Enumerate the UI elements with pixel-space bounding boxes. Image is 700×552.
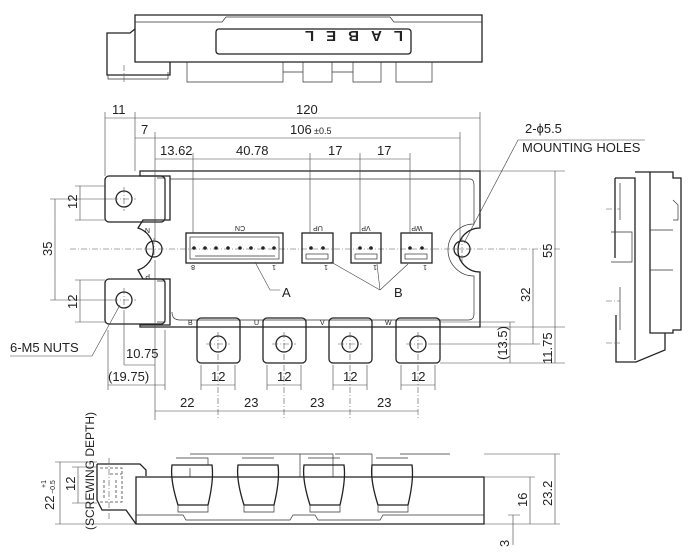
vp-pin-1: 1 xyxy=(373,263,377,270)
dim-bt-12-u: 12 xyxy=(277,369,291,384)
dim-side-3: 3 xyxy=(497,540,512,547)
dim-17-b: 17 xyxy=(377,143,391,158)
connector-vp: VP 1 xyxy=(350,224,382,270)
dim-side-16: 16 xyxy=(515,493,530,507)
callout-b: B xyxy=(394,285,403,300)
up-label: UP xyxy=(313,224,323,231)
top-view: LABEL xyxy=(106,14,483,83)
dim-32: 32 xyxy=(518,288,533,302)
dim-side-22: 22 xyxy=(42,496,57,510)
dim-side-23-2: 23.2 xyxy=(540,481,555,506)
cn-pin-1: 1 xyxy=(272,263,276,270)
dim-13-5: (13.5) xyxy=(495,326,510,360)
terminal-v-label: V xyxy=(320,320,325,327)
terminal-w-label: W xyxy=(385,320,392,327)
dim-10-75: 10.75 xyxy=(126,346,159,361)
front-side-view: 22 +1 −0.5 12 (SCREWING DEPTH) 16 23.2 3 xyxy=(41,412,560,547)
dim-7: 7 xyxy=(141,122,148,137)
mounting-holes-count: 2-ϕ5.5 xyxy=(525,121,562,136)
dim-19-75: (19.75) xyxy=(108,369,149,384)
dim-23-c: 23 xyxy=(377,395,391,410)
terminal-p-label: P xyxy=(145,272,150,279)
plan-view: N P B U V W xyxy=(10,121,645,420)
dim-22: 22 xyxy=(180,395,194,410)
dim-106-tol: ±0.5 xyxy=(314,126,331,136)
cn-pin-8: 8 xyxy=(191,263,195,270)
wp-label: WP xyxy=(411,224,423,231)
dim-side-22-tol-minus: −0.5 xyxy=(50,480,57,494)
dim-12-p: 12 xyxy=(65,295,80,309)
dim-bt-12-v: 12 xyxy=(343,369,357,384)
up-pin-1: 1 xyxy=(324,263,328,270)
terminal-u-label: U xyxy=(254,320,259,327)
terminal-n-label: N xyxy=(145,226,150,233)
dim-35: 35 xyxy=(40,242,55,256)
dim-side-12: 12 xyxy=(63,477,78,491)
terminal-n: N xyxy=(104,175,166,233)
dim-side-22-tol-plus: +1 xyxy=(41,480,48,488)
dim-106: 106 xyxy=(290,122,312,137)
dim-55: 55 xyxy=(540,244,555,258)
cn-label: CN xyxy=(235,224,245,231)
connector-wp: WP 1 xyxy=(400,224,433,270)
dim-120: 120 xyxy=(296,102,318,117)
dim-12-n: 12 xyxy=(65,195,80,209)
mounting-holes-label: MOUNTING HOLES xyxy=(522,140,641,155)
dim-23-a: 23 xyxy=(244,395,258,410)
terminal-bodies xyxy=(170,457,414,513)
right-side-view xyxy=(606,171,682,363)
dim-23-b: 23 xyxy=(310,395,324,410)
dim-40-78: 40.78 xyxy=(236,143,269,158)
dimensions: 11 120 7 106 ±0.5 13.62 40.78 17 17 12 3… xyxy=(40,102,565,420)
dim-11-75: 11.75 xyxy=(540,332,555,364)
dim-17-a: 17 xyxy=(328,143,342,158)
screwing-depth-label: (SCREWING DEPTH) xyxy=(83,412,97,530)
terminal-p: P xyxy=(104,272,166,325)
vp-label: VP xyxy=(361,224,371,231)
dim-13-62: 13.62 xyxy=(160,143,193,158)
nuts-label: 6-M5 NUTS xyxy=(10,340,79,355)
terminal-b-label: B xyxy=(188,320,193,327)
connector-up: UP 1 xyxy=(301,224,334,270)
label-text: LABEL xyxy=(293,27,403,44)
bottom-terminals: B U V W xyxy=(188,317,441,420)
connector-cn: CN 8 1 xyxy=(185,224,284,270)
dim-bt-12-b: 12 xyxy=(211,369,225,384)
wp-pin-1: 1 xyxy=(423,263,427,270)
dim-bt-12-w: 12 xyxy=(411,369,425,384)
callout-a: A xyxy=(282,285,291,300)
dim-11: 11 xyxy=(112,102,126,117)
